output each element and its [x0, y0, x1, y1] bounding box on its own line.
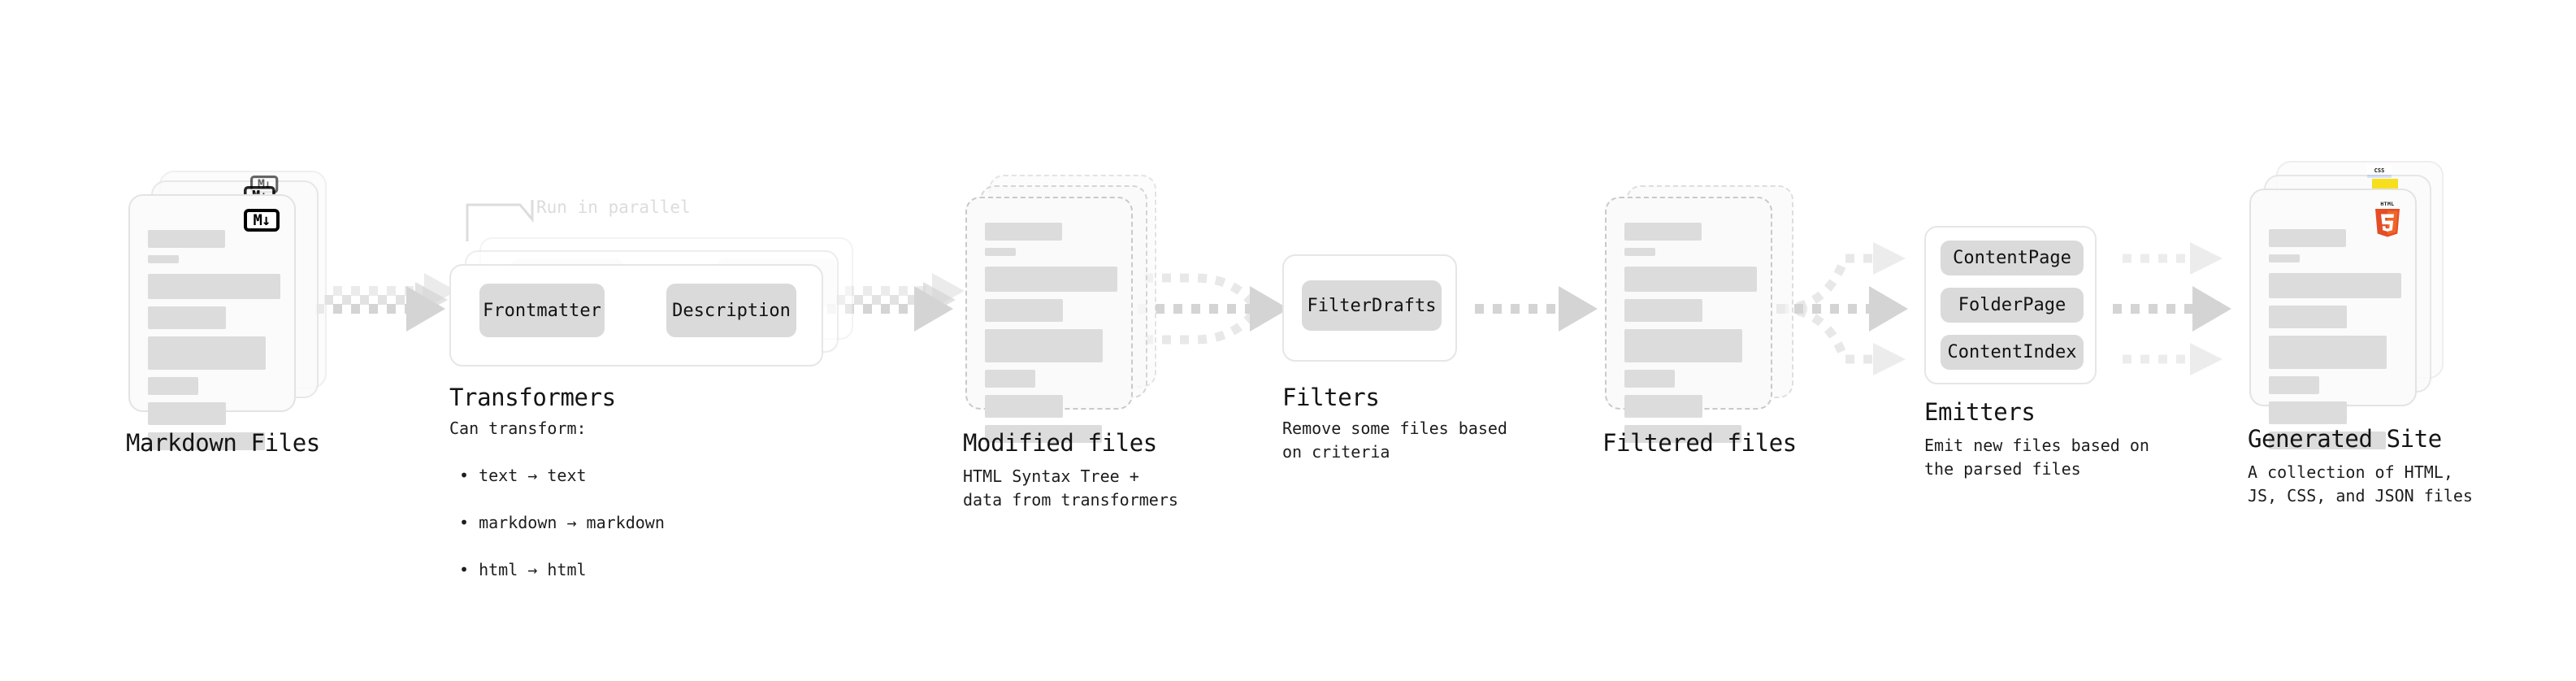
content-bar: [985, 223, 1062, 241]
filters-subtitle: Remove some files based on criteria: [1282, 419, 1507, 462]
stage-title-markdown-files: Markdown Files: [126, 429, 320, 457]
stage-title-modified-files: Modified files: [963, 429, 1157, 457]
filtered-file-content: [1624, 223, 1757, 450]
chip-label: FilterDrafts: [1307, 295, 1437, 316]
content-bar: [2269, 432, 2386, 449]
emitters-subtitle: Emit new files based on the parsed files: [1924, 436, 2149, 479]
content-bar: [2269, 306, 2347, 328]
filter-chip-filterdrafts[interactable]: FilterDrafts: [1302, 280, 1442, 331]
content-bar: [1624, 248, 1655, 256]
content-bar: [985, 299, 1063, 322]
content-bar: [985, 395, 1063, 418]
generated-file-card-html: HTML: [2249, 189, 2417, 449]
content-bar: [148, 377, 198, 395]
content-bar: [2269, 336, 2387, 369]
content-bar: [1624, 223, 1702, 241]
content-bar: [1624, 425, 1741, 443]
chip-label: Frontmatter: [483, 300, 601, 321]
stage-title-filtered-files: Filtered files: [1602, 429, 1797, 457]
content-bar: [2269, 401, 2347, 424]
run-in-parallel-label: Run in parallel: [536, 197, 691, 217]
content-bar: [148, 255, 179, 263]
stage-title-emitters: Emitters: [1924, 398, 2036, 426]
modified-file-card: [965, 197, 1133, 443]
content-bar: [148, 336, 266, 370]
filters-group: FilterDrafts: [1282, 254, 1457, 362]
content-bar: [148, 306, 226, 329]
bullet-item: • text → text: [459, 466, 587, 485]
chip-label: Description: [672, 300, 791, 321]
filtered-file-card: [1605, 197, 1772, 443]
transformer-chip-description[interactable]: Description: [666, 284, 796, 337]
modified-file-content: [985, 223, 1117, 450]
content-bar: [148, 230, 225, 248]
markdown-file-content: [148, 230, 280, 458]
bullet-item: • html → html: [459, 560, 587, 579]
stage-title-transformers: Transformers: [449, 384, 616, 411]
content-bar: [1624, 267, 1757, 292]
markdown-badge: M↓: [244, 209, 280, 232]
content-bar: [2269, 254, 2300, 262]
css-badge-text: CSS: [2374, 167, 2385, 174]
content-bar: [985, 329, 1103, 362]
content-bar: [985, 370, 1035, 388]
content-bar: [148, 274, 280, 299]
connector-filters-to-filtered: [1475, 286, 1598, 332]
emitters-group: ContentPage FolderPage ContentIndex: [1924, 226, 2097, 384]
transformers-group: Frontmatter Description: [449, 264, 823, 367]
html5-badge: HTML: [2375, 201, 2400, 237]
transformer-chip-frontmatter[interactable]: Frontmatter: [479, 284, 605, 337]
content-bar: [2269, 273, 2401, 298]
connector-markdown-to-transformers: [315, 273, 457, 332]
generated-file-content: [2269, 229, 2401, 457]
chip-label: ContentIndex: [1947, 342, 2077, 362]
markdown-file-card: M↓: [128, 194, 296, 450]
content-bar: [148, 402, 226, 425]
emitter-chip-contentindex[interactable]: ContentIndex: [1941, 335, 2084, 370]
emitter-chip-folderpage[interactable]: FolderPage: [1941, 288, 2084, 323]
transformers-bullets: • text → text • markdown → markdown • ht…: [459, 440, 665, 605]
bullet-item: • markdown → markdown: [459, 513, 665, 532]
connector-filtered-to-emitters: [1776, 242, 1908, 375]
content-bar: [985, 267, 1117, 292]
content-bar: [1624, 329, 1742, 362]
chip-label: FolderPage: [1958, 295, 2066, 315]
content-bar: [1624, 395, 1702, 418]
content-bar: [985, 425, 1102, 443]
stage-title-generated-site: Generated Site: [2248, 425, 2442, 453]
connector-modified-to-filters: [1138, 273, 1289, 345]
stage-title-filters: Filters: [1282, 384, 1380, 411]
svg-text:HTML: HTML: [2380, 201, 2394, 207]
chip-label: ContentPage: [1953, 248, 2071, 268]
run-in-parallel-pointer: [466, 200, 534, 241]
content-bar: [2269, 229, 2346, 247]
generated-site-subtitle: A collection of HTML, JS, CSS, and JSON …: [2248, 462, 2473, 505]
emitter-chip-contentpage[interactable]: ContentPage: [1941, 241, 2084, 275]
content-bar: [1624, 299, 1702, 322]
content-bar: [148, 432, 265, 450]
content-bar: [1624, 370, 1675, 388]
transformers-subtitle: Can transform:: [449, 419, 587, 438]
content-bar: [2269, 376, 2319, 394]
connector-emitters-to-site: [2113, 242, 2231, 375]
modified-files-subtitle: HTML Syntax Tree + data from transformer…: [963, 466, 1178, 510]
content-bar: [985, 248, 1016, 256]
